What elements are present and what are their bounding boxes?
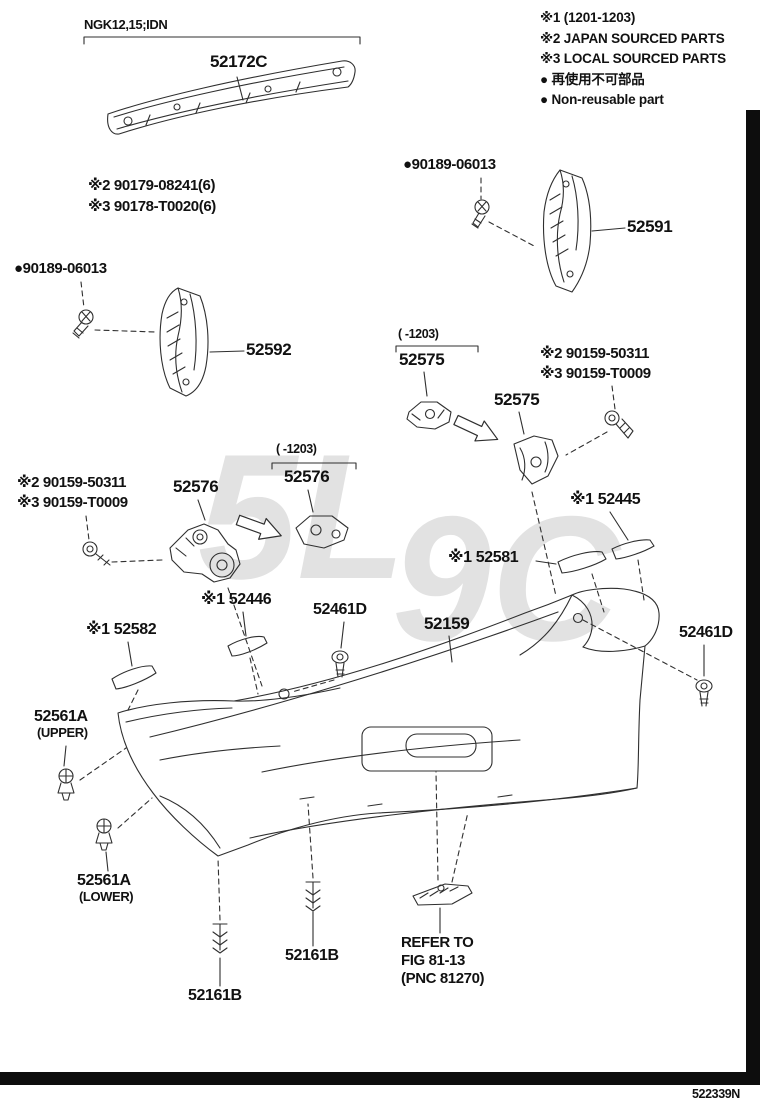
part-drawing-90189-left (72, 309, 94, 339)
part-label-90178: ※3 90178-T0020(6) (88, 198, 216, 215)
part-label-52576-a: 52576 (284, 467, 330, 486)
range-label-b: ( -1203) (276, 442, 317, 456)
svg-text:5L: 5L (198, 417, 406, 616)
legend-item-3: ※3 LOCAL SOURCED PARTS (540, 51, 726, 66)
part-label-52576-b: 52576 (173, 477, 219, 496)
part-label-52561A-lower-sub: (LOWER) (79, 889, 134, 904)
part-label-90179: ※2 90179-08241(6) (88, 177, 216, 194)
legend-item-1: ※1 (1201-1203) (540, 10, 636, 25)
part-drawing-52575-a (406, 401, 452, 430)
part-drawing-52576-a (295, 515, 349, 549)
part-drawing-52581 (557, 551, 607, 574)
part-label-90189-left: ●90189-06013 (14, 260, 107, 277)
part-drawing-52561A-lower (95, 818, 113, 851)
figure-ref-line2: FIG 81-13 (401, 952, 465, 969)
part-drawing-90159-left (82, 541, 111, 566)
legend-item-4: ● 再使用不可部品 (540, 71, 645, 87)
figure-number: 522339N (692, 1087, 740, 1101)
part-drawing-90159-right (604, 410, 634, 439)
part-label-52161B-b: 52161B (188, 987, 242, 1004)
part-drawing-90189-top (471, 199, 490, 229)
range-label-a: ( -1203) (398, 327, 439, 341)
legend-item-5: ● Non-reusable part (540, 92, 664, 107)
part-label-90159-r1: ※2 90159-50311 (540, 345, 650, 362)
range-bracket-b (271, 462, 357, 470)
part-drawing-52159 (117, 587, 660, 857)
part-label-52561A-upper: 52561A (34, 708, 88, 725)
page-frame-bottom (0, 1072, 760, 1085)
part-label-52461D-b: 52461D (679, 624, 733, 641)
part-label-90159-r2: ※3 90159-T0009 (540, 365, 651, 382)
figure-ref-line1: REFER TO (401, 934, 474, 951)
part-label-52591: 52591 (627, 217, 673, 236)
part-label-52575-a: 52575 (399, 350, 445, 369)
part-label-52159: 52159 (424, 614, 470, 633)
part-label-52461D-a: 52461D (313, 601, 367, 618)
part-label-52561A-upper-sub: (UPPER) (37, 725, 88, 740)
legend: ※1 (1201-1203) ※2 JAPAN SOURCED PARTS ※3… (540, 8, 726, 111)
part-drawing-52172C (107, 60, 356, 135)
part-drawing-52561A-upper (57, 768, 75, 801)
part-drawing-52445 (611, 539, 655, 560)
part-label-90159-l1: ※2 90159-50311 (17, 474, 127, 491)
part-drawing-52461D-b (695, 679, 713, 707)
part-label-52575-b: 52575 (494, 390, 540, 409)
figure-ref-line3: (PNC 81270) (401, 970, 485, 987)
part-label-52445: ※1 52445 (570, 491, 641, 508)
legend-item-2: ※2 JAPAN SOURCED PARTS (540, 30, 725, 46)
range-bracket-a (395, 345, 479, 353)
part-drawing-52591 (543, 169, 592, 293)
part-label-90189-top: ●90189-06013 (403, 156, 496, 173)
part-label-52561A-lower: 52561A (77, 872, 131, 889)
part-drawing-52161B-a (305, 881, 321, 912)
part-drawing-52161B-b (212, 923, 228, 954)
part-drawing-52582 (111, 665, 157, 690)
part-label-90159-l2: ※3 90159-T0009 (17, 494, 128, 511)
part-label-52592: 52592 (246, 340, 292, 359)
part-label-52581: ※1 52581 (448, 549, 519, 566)
direction-arrow-left (235, 514, 282, 540)
page-frame-right (746, 110, 760, 1085)
watermark: 5L 9C (198, 417, 622, 678)
part-drawing-52576-b (169, 523, 241, 583)
svg-text:9C: 9C (392, 479, 622, 678)
direction-arrow-right (453, 414, 499, 442)
part-label-52172C: 52172C (210, 52, 268, 71)
part-drawing-52592 (159, 287, 209, 397)
part-drawing-81270 (412, 883, 473, 906)
part-label-52161B-a: 52161B (285, 947, 339, 964)
part-drawing-52575-b (513, 435, 559, 485)
variant-bracket (83, 36, 361, 45)
part-label-52582: ※1 52582 (86, 621, 157, 638)
part-drawing-52446 (227, 635, 268, 657)
part-label-52446: ※1 52446 (201, 591, 272, 608)
part-drawing-52461D-a (331, 650, 349, 678)
variant-label: NGK12,15;IDN (84, 17, 168, 32)
